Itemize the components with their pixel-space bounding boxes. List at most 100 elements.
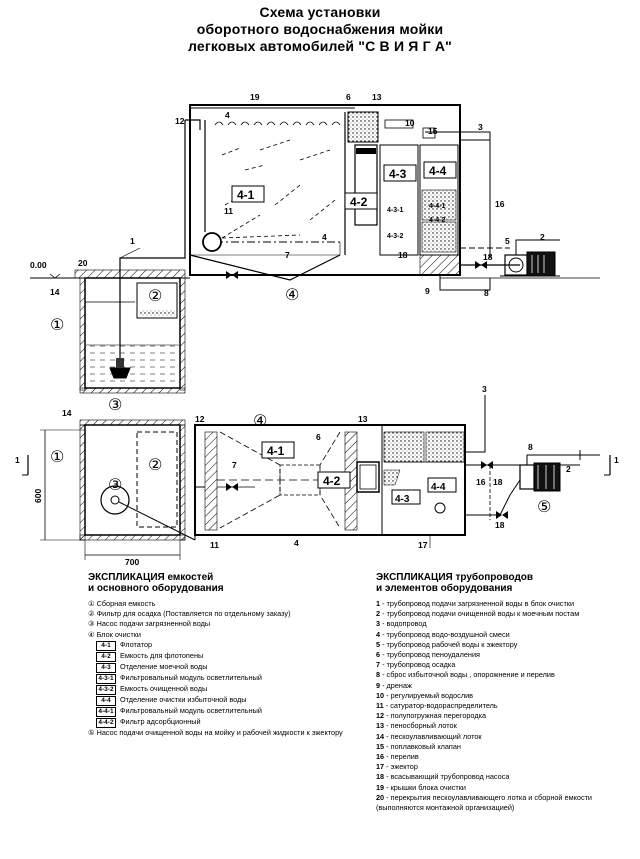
label-16: 16 (495, 199, 505, 209)
pipeline-legend-item: 13 - пеносборный лоток (376, 721, 457, 731)
label-18-plan: 18 (493, 477, 503, 487)
plan-view (22, 395, 611, 560)
circle-1-plan: ① (50, 449, 64, 466)
diagram-title: Схема установки оборотного водоснабжения… (0, 4, 640, 55)
label-3-plan: 3 (482, 384, 487, 394)
cover-slab (74, 269, 186, 279)
pipeline-legend-item: 17 - эжектор (376, 762, 418, 772)
pipeline-legend-item: 18 - всасывающий трубопровод насоса (376, 772, 510, 782)
label-7-side: 7 (285, 250, 290, 260)
label-2-side: 2 (540, 232, 545, 242)
label-9: 9 (425, 286, 430, 296)
legend-left-item: ③ Насос подачи загрязненной воды (88, 619, 211, 629)
circle-4-side: ④ (285, 287, 299, 304)
pipeline-legend-item: 8 - сброс избыточной воды , опорожнение … (376, 670, 555, 680)
label-4-top: 4 (225, 110, 230, 120)
label-13-plan: 13 (358, 414, 368, 424)
label-20: 20 (78, 258, 88, 268)
legend-left-item: ② Фильтр для осадка (Поставляется по отд… (88, 609, 291, 619)
collection-tank-plan (84, 424, 181, 536)
label-18-side: 18 (483, 252, 493, 262)
pipeline-legend-item: 19 - крышки блока очистки (376, 782, 466, 792)
pipeline-legend-item: 11 - сатуратор-водораспределитель (376, 701, 498, 711)
label-4-2-plan: 4-2 (323, 474, 341, 488)
label-14-plan: 14 (62, 408, 72, 418)
circle-3-side: ③ (108, 397, 122, 414)
pipeline-legend-item: 15 - поплавковый клапан (376, 741, 461, 751)
label-4-4-1: 4-4-1 (429, 203, 445, 210)
label-15: 15 (428, 126, 438, 136)
label-4-3-2: 4-3-2 (387, 233, 403, 240)
pipeline-legend-list: 1 - трубопровод подачи загрязненной воды… (376, 599, 616, 813)
pipeline-legend-title: ЭКСПЛИКАЦИЯ трубопроводов и элементов об… (376, 572, 534, 594)
circle-2-plan: ② (148, 457, 162, 474)
pipeline-legend-item: 14 - пескоулавливающий лоток (376, 731, 482, 741)
pipeline-legend-item: 3 - водопровод (376, 619, 427, 629)
purification-block-side (189, 104, 461, 276)
label-6-plan: 6 (316, 432, 321, 442)
label-4-2-side: 4-2 (350, 195, 368, 209)
equipment-legend: ЭКСПЛИКАЦИЯ емкостей и основного оборудо… (88, 572, 368, 738)
pipeline-legend-item: 5 - трубопровод рабочей воды к эжектору (376, 639, 518, 649)
section-mark-left: 1 (15, 455, 20, 465)
pipeline-legend-item: 2 - трубопровод подачи очищенной воды к … (376, 609, 580, 619)
legend-left-item: ⑤ Насос подачи очищенной воды на мойку и… (88, 727, 343, 737)
label-16-plan: 16 (476, 477, 486, 487)
label-18-plan-b: 18 (495, 520, 505, 530)
label-14-side: 14 (50, 287, 60, 297)
label-8-side: 8 (484, 288, 489, 298)
label-19: 19 (250, 92, 260, 102)
title-line-2: оборотного водоснабжения мойки (196, 21, 444, 37)
label-18-inner: 18 (398, 250, 408, 260)
label-elevation: 0.00 (30, 260, 47, 270)
label-3-side: 3 (478, 122, 483, 132)
pipeline-legend-item: 6 - трубопровод пеноудаления (376, 650, 480, 660)
label-7-plan: 7 (232, 460, 237, 470)
title-line-1: Схема установки (259, 4, 381, 20)
label-12-side: 12 (175, 116, 185, 126)
equipment-legend-title: ЭКСПЛИКАЦИЯ емкостей и основного оборудо… (88, 572, 224, 594)
dim-600: 600 (33, 489, 43, 503)
label-5-side: 5 (505, 236, 510, 246)
label-4-mid: 4 (322, 232, 327, 242)
label-4-3-side: 4-3 (389, 167, 407, 181)
pipeline-legend-item: 16 - перелив (376, 752, 419, 762)
pipeline-legend-item: 12 - полупогружная перегородка (376, 711, 487, 721)
label-4-4-side: 4-4 (429, 164, 447, 178)
pipeline-legend-item: 10 - регулируемый водослив (376, 690, 474, 700)
legend-left-item: ④ Блок очистки (88, 629, 141, 639)
side-view (30, 104, 600, 394)
circle-1-side: ① (50, 317, 64, 334)
pipeline-legend-item: 4 - трубопровод водо-воздушной смеси (376, 629, 510, 639)
label-4-1-plan: 4-1 (267, 444, 285, 458)
pipeline-legend-item: 7 - трубопровод осадка (376, 660, 456, 670)
circle-2-side: ② (148, 288, 162, 305)
label-11-plan: 11 (210, 540, 219, 550)
purification-block-plan (194, 424, 466, 536)
section-mark-right: 1 (614, 455, 619, 465)
pipeline-legend-item: 1 - трубопровод подачи загрязненной воды… (376, 599, 575, 608)
label-4-3-plan: 4-3 (395, 494, 410, 505)
clean-water-pump-plan (519, 464, 535, 490)
saturator (202, 232, 222, 252)
circle-3-plan: ③ (108, 477, 122, 494)
label-4-4-2: 4-4-2 (429, 217, 445, 224)
label-4-1-side: 4-1 (237, 188, 255, 202)
circle-5-plan: ⑤ (537, 499, 551, 516)
sludge-filter-side (136, 282, 178, 319)
pipeline-legend: ЭКСПЛИКАЦИЯ трубопроводов и элементов об… (376, 572, 616, 813)
label-1: 1 (130, 236, 135, 246)
pipeline-legend-item: 9 - дренаж (376, 680, 412, 690)
label-10: 10 (405, 118, 415, 128)
label-4-4-plan: 4-4 (431, 482, 446, 493)
circle-4-plan: ④ (253, 413, 267, 430)
label-17: 17 (418, 540, 428, 550)
label-4-3-1: 4-3-1 (387, 207, 403, 214)
legend-left-item: ① Сборная емкость (88, 599, 156, 608)
